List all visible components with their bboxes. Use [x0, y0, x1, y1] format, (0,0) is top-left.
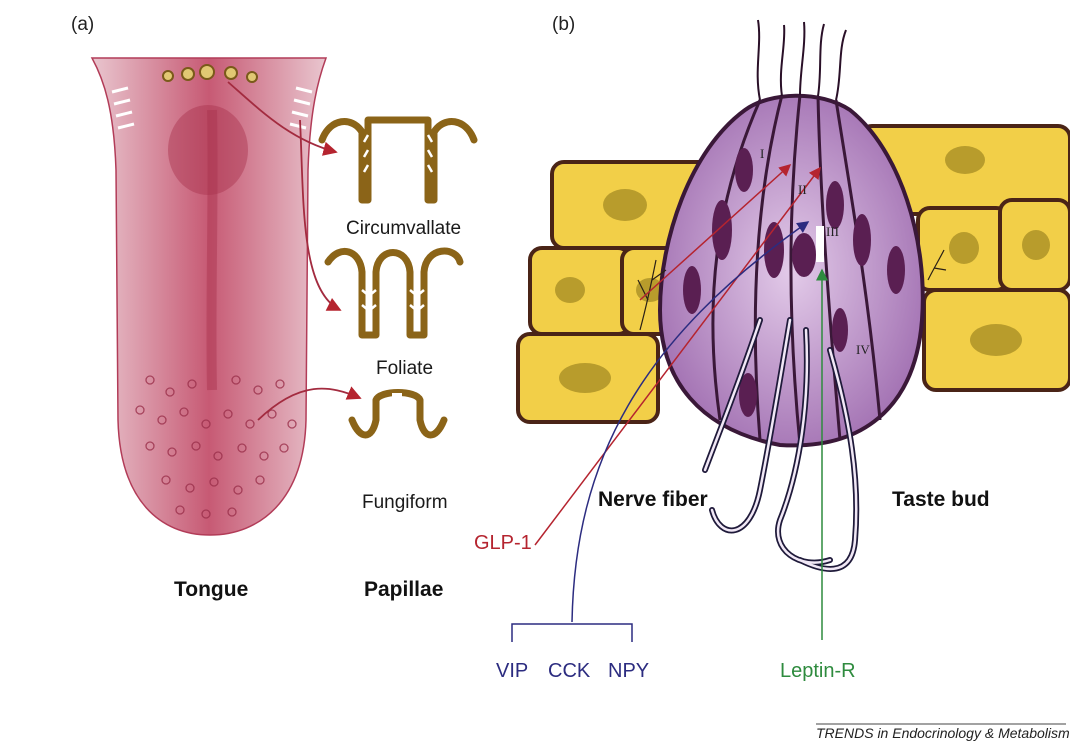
molecule-vip: VIP: [496, 660, 528, 683]
molecule-cck: CCK: [548, 660, 590, 683]
caption-nerve-fiber: Nerve fiber: [598, 488, 708, 512]
caption-tongue: Tongue: [174, 578, 248, 602]
fungiform-papilla-section: [352, 393, 444, 436]
foliate-papilla-section: [328, 251, 460, 335]
molecule-glp1: GLP-1: [474, 532, 532, 555]
taste-cell-microvilli: [758, 20, 846, 100]
cell-type-label-iv: IV: [856, 342, 870, 358]
journal-footer: TRENDS in Endocrinology & Metabolism: [816, 724, 1070, 741]
circumvallate-white-folds: [364, 135, 432, 172]
fungiform-taste-pore: [392, 393, 402, 397]
caption-taste-bud: Taste bud: [892, 488, 990, 512]
cell-type-label-ii: II: [798, 182, 807, 198]
molecule-leptin-r: Leptin-R: [780, 660, 856, 683]
papilla-label-fungiform: Fungiform: [362, 492, 448, 514]
caption-papillae: Papillae: [364, 578, 443, 602]
foliate-white-folds: [362, 290, 424, 310]
cell-type-label-iii: III: [826, 224, 839, 240]
tongue-illustration: [92, 58, 326, 535]
panel-label-b: (b): [552, 14, 575, 36]
panel-label-a: (a): [71, 14, 94, 36]
molecule-npy: NPY: [608, 660, 649, 683]
vip-cck-npy-bracket: [512, 624, 632, 642]
papilla-label-foliate: Foliate: [376, 358, 433, 380]
circumvallate-papilla-section: [322, 120, 474, 200]
papilla-label-circumvallate: Circumvallate: [346, 218, 461, 240]
cell-type-label-i: I: [760, 146, 764, 162]
taste-pore: [816, 226, 824, 262]
